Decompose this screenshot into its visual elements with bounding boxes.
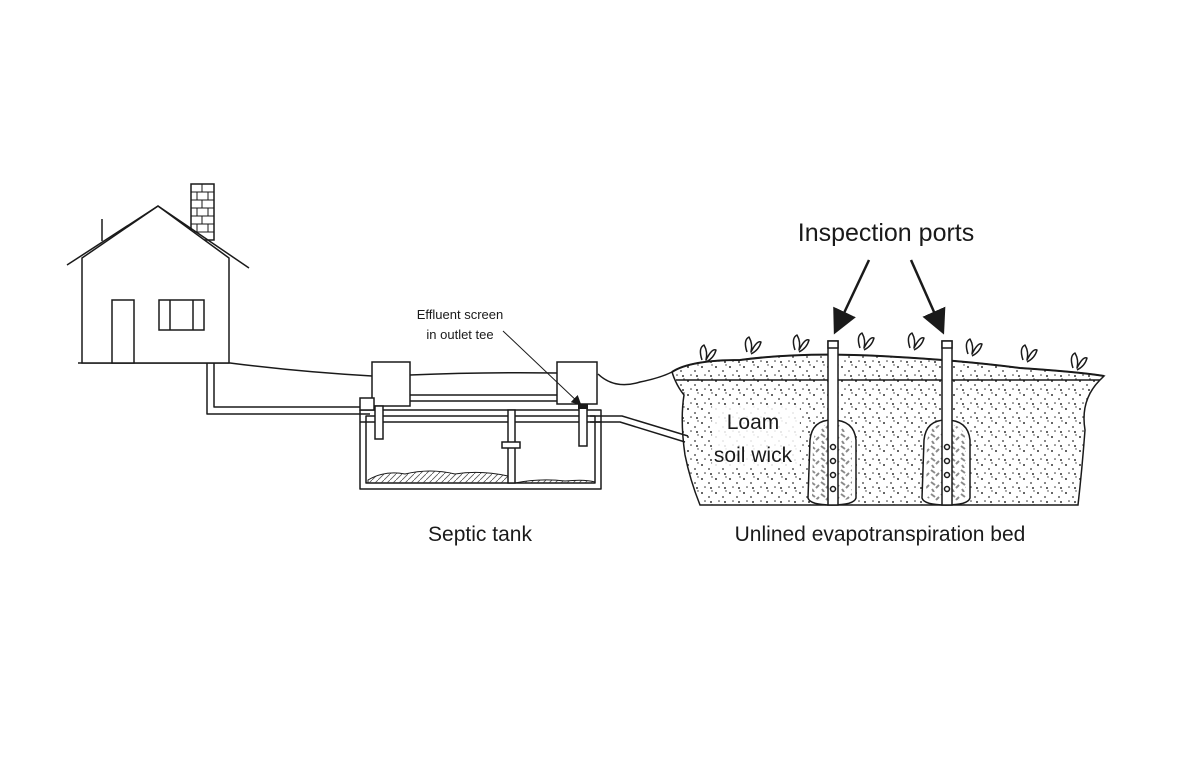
inspection-ports-label: Inspection ports bbox=[798, 219, 975, 247]
outlet-riser bbox=[556, 361, 598, 405]
window bbox=[158, 299, 205, 331]
inlet-tee bbox=[374, 405, 384, 440]
inspection-port-left bbox=[827, 340, 839, 506]
effluent-screen bbox=[578, 404, 588, 409]
baffle-opening bbox=[501, 441, 521, 449]
effluent-screen-label-1: Effluent screen bbox=[417, 307, 503, 322]
house-drain-pipe bbox=[206, 363, 370, 415]
effluent-screen-label-2: in outlet tee bbox=[426, 327, 493, 342]
sludge-layer bbox=[367, 470, 509, 484]
effluent-screen-pointer bbox=[502, 330, 582, 406]
arrow-right-port bbox=[909, 259, 946, 335]
loam-label-bg bbox=[712, 406, 800, 468]
loam-label: Loam bbox=[727, 411, 780, 434]
outlet-tee bbox=[578, 407, 588, 447]
soil-wick-label: soil wick bbox=[714, 444, 793, 467]
septic-tank bbox=[359, 361, 602, 490]
outlet-pipe bbox=[590, 415, 689, 443]
inspection-port-right bbox=[941, 340, 953, 506]
tank-outer bbox=[359, 409, 602, 490]
bed-label: Unlined evapotranspiration bed bbox=[735, 523, 1026, 546]
ground-line bbox=[78, 362, 673, 386]
arrow-left-port bbox=[833, 259, 871, 335]
plants bbox=[699, 332, 1088, 371]
inlet-riser bbox=[371, 361, 411, 407]
door bbox=[111, 299, 135, 364]
house bbox=[66, 183, 250, 364]
roof bbox=[66, 205, 250, 269]
septic-tank-label: Septic tank bbox=[428, 523, 532, 546]
